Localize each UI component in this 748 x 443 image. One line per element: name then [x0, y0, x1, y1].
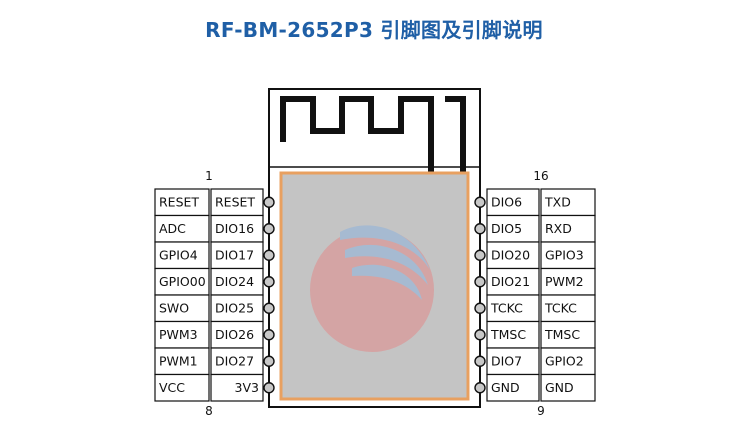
left-function-cell — [154, 373, 210, 402]
left-pin-function: SWO — [159, 301, 189, 316]
right-pin-name: DIO6 — [491, 195, 522, 210]
left-pin-name: DIO25 — [215, 301, 254, 316]
right-pin-pad — [474, 276, 486, 288]
right-pin-pad — [474, 223, 486, 235]
left-pin-pad — [263, 302, 275, 314]
right-name-cell — [486, 294, 540, 323]
right-pin-pad — [474, 329, 486, 341]
left-pin-pad — [263, 196, 275, 208]
left-pin-function: PWM1 — [159, 354, 198, 369]
right-pin-function: GPIO2 — [545, 354, 584, 369]
right-pin-name: GND — [491, 380, 520, 395]
right-pin-function: TMSC — [544, 327, 580, 342]
left-pin-name: DIO26 — [215, 327, 254, 342]
left-name-cell — [210, 241, 264, 270]
right-name-cell — [486, 267, 540, 296]
diagram-title: RF-BM-2652P3 引脚图及引脚说明 — [205, 18, 543, 42]
left-name-cell — [210, 320, 264, 349]
left-pin-function: RESET — [159, 195, 199, 210]
right-pin-name: DIO20 — [491, 248, 530, 263]
left-name-cell — [210, 214, 264, 243]
left-name-cell — [210, 294, 264, 323]
left-pin-name: DIO17 — [215, 248, 254, 263]
left-pin-name: RESET — [215, 195, 255, 210]
left-pin-pad — [263, 223, 275, 235]
right-pin-pad — [474, 355, 486, 367]
left-pin-name: DIO24 — [215, 274, 254, 289]
left-pin-function: GPIO4 — [159, 248, 198, 263]
right-function-cell — [540, 294, 596, 323]
right-pin-pad — [474, 382, 486, 394]
right-pin-pad — [474, 302, 486, 314]
right-function-cell — [540, 188, 596, 217]
right-pin-function: TXD — [544, 195, 571, 210]
pin-number-16: 16 — [533, 169, 548, 183]
pin-number-8: 8 — [205, 404, 213, 418]
watermark-logo — [310, 225, 434, 352]
right-pin-function: RXD — [545, 221, 572, 236]
right-name-cell — [486, 347, 540, 376]
pin-number-9: 9 — [537, 404, 545, 418]
left-pin-name: 3V3 — [235, 380, 259, 395]
antenna-trace — [280, 96, 466, 175]
left-pin-name: DIO27 — [215, 354, 254, 369]
left-pin-pad — [263, 329, 275, 341]
left-function-cell — [154, 267, 210, 296]
right-function-cell — [540, 373, 596, 402]
left-pin-pad — [263, 355, 275, 367]
right-pin-function: PWM2 — [545, 274, 584, 289]
right-name-cell — [486, 214, 540, 243]
left-pin-function: PWM3 — [159, 327, 198, 342]
right-pin-function: GPIO3 — [545, 248, 584, 263]
right-pin-pad — [474, 196, 486, 208]
left-pin-function: VCC — [159, 380, 185, 395]
pin-number-1: 1 — [205, 169, 213, 183]
left-pin-function: ADC — [159, 221, 186, 236]
right-function-cell — [540, 241, 596, 270]
right-pin-name: TCKC — [490, 301, 523, 316]
right-name-cell — [486, 373, 540, 402]
left-name-cell — [210, 347, 264, 376]
right-pin-name: DIO5 — [491, 221, 522, 236]
left-name-cell — [210, 373, 264, 402]
right-pin-name: DIO7 — [491, 354, 522, 369]
right-pin-name: DIO21 — [491, 274, 530, 289]
right-pin-pad — [474, 249, 486, 261]
left-name-cell — [210, 267, 264, 296]
right-pin-name: TMSC — [490, 327, 526, 342]
left-pin-function: GPIO00 — [159, 274, 206, 289]
left-name-cell — [210, 188, 264, 217]
left-function-cell — [154, 347, 210, 376]
right-function-cell — [540, 214, 596, 243]
right-pin-function: TCKC — [544, 301, 577, 316]
right-name-cell — [486, 320, 540, 349]
right-name-cell — [486, 188, 540, 217]
left-pin-pad — [263, 276, 275, 288]
right-pin-function: GND — [545, 380, 574, 395]
left-pin-pad — [263, 382, 275, 394]
left-pin-pad — [263, 249, 275, 261]
left-pin-name: DIO16 — [215, 221, 254, 236]
